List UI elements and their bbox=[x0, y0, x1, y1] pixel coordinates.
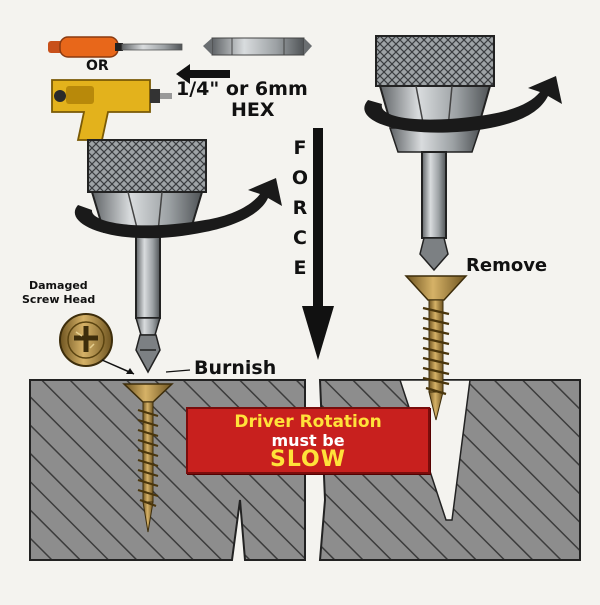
burnish-pointer bbox=[166, 370, 190, 372]
drill-icon bbox=[52, 80, 172, 140]
force-letter: O bbox=[292, 167, 308, 189]
warning-box: Driver Rotation must be SLOW bbox=[186, 407, 430, 474]
damaged-label-line1: Damaged bbox=[29, 279, 88, 292]
force-letter: E bbox=[294, 257, 307, 279]
force-letter: C bbox=[293, 227, 307, 249]
warning-line1: Driver Rotation bbox=[188, 412, 428, 432]
force-letter: F bbox=[294, 137, 307, 159]
hex-size-label: 1/4" or 6mm bbox=[176, 78, 308, 100]
remove-label: Remove bbox=[466, 255, 547, 276]
burnish-label: Burnish bbox=[194, 357, 276, 379]
warning-line3: SLOW bbox=[188, 447, 428, 472]
hex-label: HEX bbox=[231, 99, 275, 121]
force-letter: R bbox=[293, 197, 308, 219]
extractor-tool-right bbox=[376, 36, 494, 270]
or-label: OR bbox=[86, 58, 109, 74]
damaged-label-line2: Screw Head bbox=[22, 293, 95, 306]
hex-bit-icon bbox=[203, 38, 312, 55]
damaged-screw-head-icon bbox=[60, 314, 134, 374]
screwdriver-icon bbox=[48, 37, 182, 57]
